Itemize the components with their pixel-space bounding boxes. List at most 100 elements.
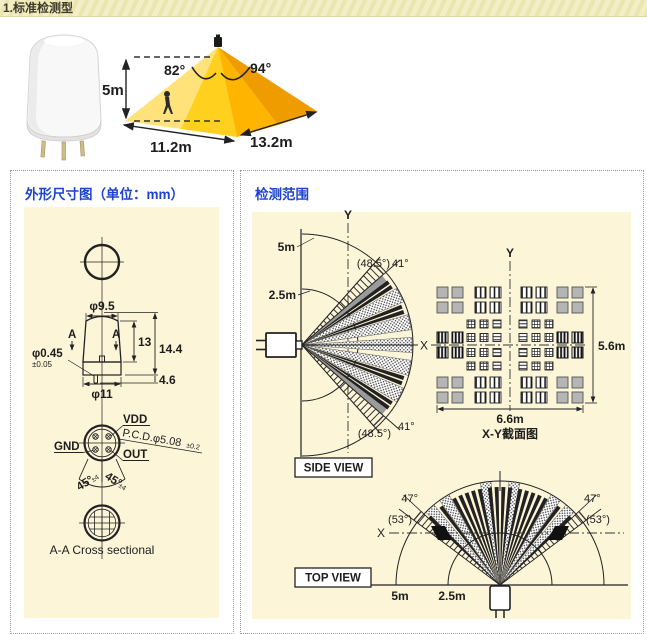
- gnd-pin-label: GND: [54, 441, 80, 453]
- sensor-photo: [26, 34, 102, 161]
- page-title-bar: 1.标准检测型: [0, 0, 647, 17]
- zone: [571, 301, 584, 314]
- zone: [535, 286, 548, 299]
- top-angle-left: 47°: [401, 493, 418, 505]
- zone: [544, 361, 554, 371]
- width-arrow: [122, 122, 236, 144]
- xy-section-grid: Y: [436, 246, 625, 441]
- width-label: 11.2m: [150, 139, 192, 156]
- out-pin-label: OUT: [123, 449, 147, 461]
- detection-range-title: 检测范围: [255, 187, 309, 202]
- top-x-label: X: [377, 526, 385, 540]
- top-diameter-label: φ9.5: [89, 299, 115, 313]
- zone: [492, 361, 502, 371]
- zone: [556, 391, 569, 404]
- pcd-tolerance-label: ±0.2: [186, 442, 201, 451]
- shared-x-label: X: [420, 339, 428, 353]
- side-angle-bottom-inner: 41°: [398, 421, 415, 433]
- zone: [556, 286, 569, 299]
- grid-y-label: Y: [506, 246, 514, 260]
- top-angle-right: 47°: [584, 493, 601, 505]
- zone: [451, 286, 464, 299]
- top-angle-left-outer: (53°): [388, 514, 412, 526]
- beam-crossing-mark-right: [548, 526, 569, 540]
- side-sensor-icon: [256, 332, 303, 358]
- zone: [544, 319, 554, 329]
- zone: [479, 319, 489, 329]
- zone: [531, 348, 541, 357]
- zone: [520, 376, 533, 389]
- dimensions-panel-title: 外形尺寸图（单位：mm）: [25, 187, 185, 202]
- zone: [489, 301, 502, 314]
- zone: [479, 361, 489, 371]
- zone: [556, 331, 569, 344]
- zone: [436, 286, 449, 299]
- apex-sensor-icon: [214, 34, 222, 47]
- pin-tolerance-label: ±0.05: [32, 360, 53, 369]
- zone: [479, 348, 489, 357]
- angle-arc-right: [220, 66, 251, 81]
- zone: [518, 319, 528, 329]
- side-2-5m-label: 2.5m: [269, 288, 296, 302]
- cross-section-caption: A-A Cross sectional: [50, 543, 155, 557]
- depth-label: 13.2m: [250, 134, 293, 151]
- grid-height-label: 5.6m: [598, 339, 625, 353]
- zone: [518, 348, 528, 357]
- zone: [520, 301, 533, 314]
- angle-left-label: 82°: [164, 62, 185, 78]
- zone: [571, 346, 584, 359]
- vdd-pin-label: VDD: [123, 414, 147, 426]
- zone: [489, 286, 502, 299]
- detection-range-diagram: Y 5m 2.5m: [252, 208, 631, 619]
- drawing-background: [24, 207, 219, 618]
- zone: [518, 361, 528, 371]
- zone: [451, 376, 464, 389]
- detection-pyramid-diagram: 5m 82° 94° 11.2m 13.2m: [102, 34, 318, 156]
- grid-caption: X-Y截面图: [482, 426, 538, 441]
- zone: [531, 333, 541, 342]
- zone: [436, 391, 449, 404]
- zone: [466, 361, 476, 371]
- zone: [492, 333, 502, 342]
- zone: [571, 331, 584, 344]
- zone: [436, 301, 449, 314]
- zone: [436, 376, 449, 389]
- top-5m-arc: [395, 480, 605, 586]
- dimension-drawing: φ9.5 A A 13 14.4 4.6 φ0.45 ±0.05: [24, 207, 219, 618]
- zone: [556, 376, 569, 389]
- zone: [535, 391, 548, 404]
- top-angle-right-outer: (53°): [586, 514, 610, 526]
- beam-crossing-mark-left: [431, 526, 452, 540]
- zone: [466, 333, 476, 342]
- zone: [556, 301, 569, 314]
- base-height-label: 4.6: [159, 373, 176, 387]
- zone: [451, 331, 464, 344]
- zone: [492, 319, 502, 329]
- zone: [474, 301, 487, 314]
- zone: [518, 333, 528, 342]
- side-angle-top-outer: (48.5°): [357, 258, 390, 270]
- pin-diameter-label: φ0.45: [32, 348, 63, 360]
- body-side-view: [82, 315, 122, 384]
- zone: [535, 301, 548, 314]
- zone: [466, 348, 476, 357]
- zone: [520, 391, 533, 404]
- side-angle-top-inner: 41°: [392, 258, 409, 270]
- pyramid-shape: [125, 47, 318, 137]
- zone: [436, 331, 449, 344]
- zone: [474, 376, 487, 389]
- zone: [492, 348, 502, 357]
- zone: [520, 286, 533, 299]
- cross-section-circle: [79, 504, 125, 542]
- bottom-view-circle: [79, 424, 125, 462]
- page-title: 1.标准检测型: [3, 1, 74, 15]
- body-height-label: 13: [138, 335, 152, 349]
- pin-angle-left-tol: ±4: [90, 474, 100, 484]
- zone: [436, 346, 449, 359]
- zone: [531, 319, 541, 329]
- section-a-left: A: [68, 329, 76, 341]
- sensor-body-illustration: [26, 34, 102, 161]
- body-diameter-label: φ11: [91, 387, 113, 401]
- side-y-label: Y: [344, 208, 352, 222]
- zone: [489, 391, 502, 404]
